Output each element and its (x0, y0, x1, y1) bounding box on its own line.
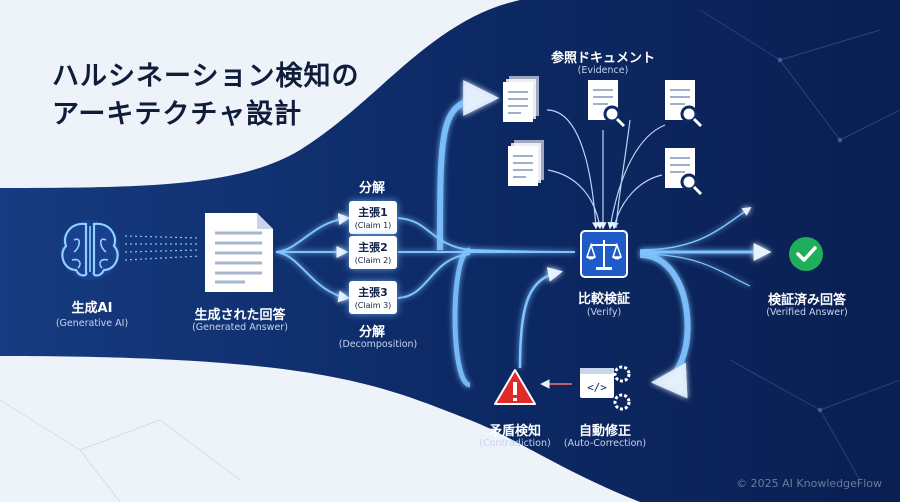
decomposition-top-label: 分解 (358, 181, 386, 196)
verified-answer-sublabel: (Verified Answer) (766, 307, 848, 318)
network-decoration-light (0, 399, 241, 502)
contradiction-loop-arrow (452, 247, 472, 388)
claim-3-sublabel: (Claim 3) (354, 301, 392, 310)
code-gear-icon: </> (580, 365, 631, 411)
evidence-search-doc-icon-1 (588, 80, 626, 128)
verify-sublabel: (Verify) (586, 307, 622, 318)
claim-box-3: 主張3 (Claim 3) (349, 281, 397, 314)
evidence-sublabel: (Evidence) (577, 65, 629, 76)
contradiction-sublabel: (Contradiction) (479, 438, 551, 449)
page-title-line-2: アーキテクチャ設計 (52, 99, 303, 130)
claim-2-sublabel: (Claim 2) (354, 256, 392, 265)
brain-icon (60, 220, 120, 280)
flow-lines (275, 80, 772, 399)
evidence-doc-icon-1 (503, 76, 539, 122)
evidence-label: 参照ドキュメント (550, 51, 656, 66)
claim-box-2: 主張2 (Claim 2) (349, 236, 397, 269)
warning-icon (494, 369, 536, 405)
lower-loop-arrow (639, 252, 691, 399)
auto-correction-label: 自動修正 (578, 424, 632, 439)
evidence-search-doc-icon-3 (665, 148, 703, 196)
claim-1-label: 主張1 (358, 206, 388, 219)
contradiction-label: 矛盾検知 (488, 424, 542, 439)
scale-icon (580, 230, 628, 278)
verified-answer-label: 検証済み回答 (767, 293, 847, 308)
decomposition-bottom-label: 分解 (358, 325, 386, 340)
decomposition-bottom-sublabel: (Decomposition) (338, 339, 418, 350)
auto-correction-sublabel: (Auto-Correction) (563, 438, 647, 449)
evidence-doc-icon-2 (508, 140, 544, 186)
verify-label: 比較検証 (577, 292, 631, 307)
document-icon (205, 213, 273, 292)
page-title-line-1: ハルシネーション検知の (52, 61, 360, 92)
claim-box-1: 主張1 (Claim 1) (349, 201, 397, 234)
generative-ai-sublabel: (Generative AI) (55, 318, 129, 329)
generated-answer-sublabel: (Generated Answer) (192, 322, 288, 333)
network-decoration (699, 9, 900, 481)
check-icon (789, 237, 823, 271)
generated-answer-label: 生成された回答 (194, 308, 286, 323)
generative-ai-label: 生成AI (71, 301, 113, 316)
evidence-search-doc-icon-2 (665, 80, 703, 128)
claim-1-sublabel: (Claim 1) (354, 221, 392, 230)
upper-loop-arrow (437, 80, 500, 251)
svg-text:</>: </> (587, 381, 607, 394)
claim-3-label: 主張3 (358, 286, 388, 299)
claim-2-label: 主張2 (358, 241, 388, 254)
evidence-lines (546, 109, 666, 230)
copyright-text: © 2025 AI KnowledgeFlow (736, 477, 882, 490)
